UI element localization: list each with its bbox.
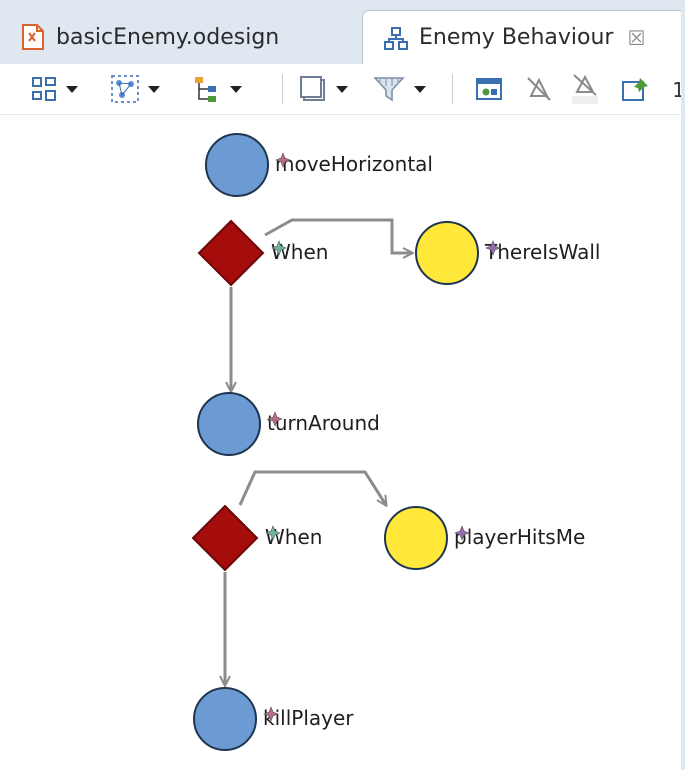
- pin-button[interactable]: [620, 72, 652, 106]
- sparkle-icon: [263, 706, 279, 722]
- node-label-text: killPlayer: [263, 706, 354, 730]
- node-label-text: playerHitsMe: [454, 525, 586, 549]
- hide-label-button[interactable]: [568, 72, 602, 106]
- tab-label: Enemy Behaviour: [419, 25, 614, 50]
- hide-label-icon: [572, 74, 598, 104]
- node-label-when1[interactable]: When: [271, 240, 328, 264]
- close-tab-icon[interactable]: ☒: [627, 25, 646, 50]
- node-label-text: ThereIsWall: [485, 240, 601, 264]
- edge-when2-to-playerHitsMe[interactable]: [238, 470, 386, 505]
- chevron-down-icon[interactable]: [414, 85, 426, 93]
- arrange-all-icon: [32, 77, 56, 101]
- condition-diamond[interactable]: [197, 219, 265, 287]
- nodes-layer: [191, 133, 479, 751]
- layout-icon: [111, 75, 139, 103]
- editor-tab-bar: basicEnemy.odesign Enemy Behaviour ☒: [0, 0, 685, 65]
- toolbar-separator: [282, 74, 283, 104]
- diagram-toolbar: 1: [0, 64, 685, 115]
- action-node-circle[interactable]: [205, 133, 269, 197]
- sparkle-icon: [485, 240, 501, 256]
- node-label-text: When: [265, 525, 323, 549]
- filter-icon: [373, 77, 405, 102]
- node-label-playerHitsMe[interactable]: playerHitsMe: [454, 525, 585, 549]
- node-label-text: moveHorizontal: [275, 152, 433, 176]
- odesign-file-icon: [20, 23, 46, 51]
- node-label-ThereIsWall[interactable]: ThereIsWall: [485, 240, 600, 264]
- chevron-down-icon[interactable]: [336, 85, 348, 93]
- tab-basic-enemy-odesign[interactable]: basicEnemy.odesign: [0, 10, 362, 64]
- node-label-text: turnAround: [267, 411, 380, 435]
- event-node-circle[interactable]: [415, 221, 479, 285]
- sparkle-icon: [454, 525, 470, 541]
- show-layer-button[interactable]: [474, 72, 504, 106]
- sparkle-icon: [267, 411, 283, 427]
- edges-layer: [225, 218, 412, 685]
- node-label-killPlayer[interactable]: killPlayer: [263, 706, 354, 730]
- chevron-down-icon[interactable]: [66, 85, 78, 93]
- condition-diamond[interactable]: [191, 504, 259, 572]
- tab-enemy-behaviour[interactable]: Enemy Behaviour ☒: [362, 10, 685, 64]
- hide-element-icon: [527, 77, 551, 101]
- toolbar-separator: [452, 74, 453, 104]
- sparkle-icon: [275, 152, 291, 168]
- node-label-moveHorizontal[interactable]: moveHorizontal: [275, 152, 433, 176]
- node-label-text: When: [271, 240, 329, 264]
- tree-layout-icon: [195, 77, 216, 102]
- diagram-icon: [383, 24, 409, 52]
- node-label-when2[interactable]: When: [265, 525, 322, 549]
- pin-icon: [622, 78, 648, 101]
- tree-layout-button[interactable]: [192, 72, 242, 106]
- node-label-turnAround[interactable]: turnAround: [267, 411, 380, 435]
- window-edge: [681, 0, 685, 770]
- action-node-circle[interactable]: [193, 687, 257, 751]
- diagram-drawing: [191, 133, 479, 751]
- event-node-circle[interactable]: [384, 506, 448, 570]
- select-icon: [300, 76, 325, 101]
- layout-button[interactable]: [110, 72, 160, 106]
- action-node-circle[interactable]: [197, 392, 261, 456]
- sparkle-icon: [265, 525, 281, 541]
- filter-button[interactable]: [372, 72, 426, 106]
- chevron-down-icon[interactable]: [230, 85, 242, 93]
- hide-element-button[interactable]: [524, 72, 554, 106]
- show-layer-icon: [476, 78, 502, 100]
- sparkle-icon: [271, 240, 287, 256]
- arrange-all-button[interactable]: [30, 72, 78, 106]
- select-button[interactable]: [298, 72, 348, 106]
- edge-when1-to-ThereIsWall[interactable]: [264, 218, 412, 253]
- tab-label: basicEnemy.odesign: [56, 24, 280, 50]
- chevron-down-icon[interactable]: [148, 85, 160, 93]
